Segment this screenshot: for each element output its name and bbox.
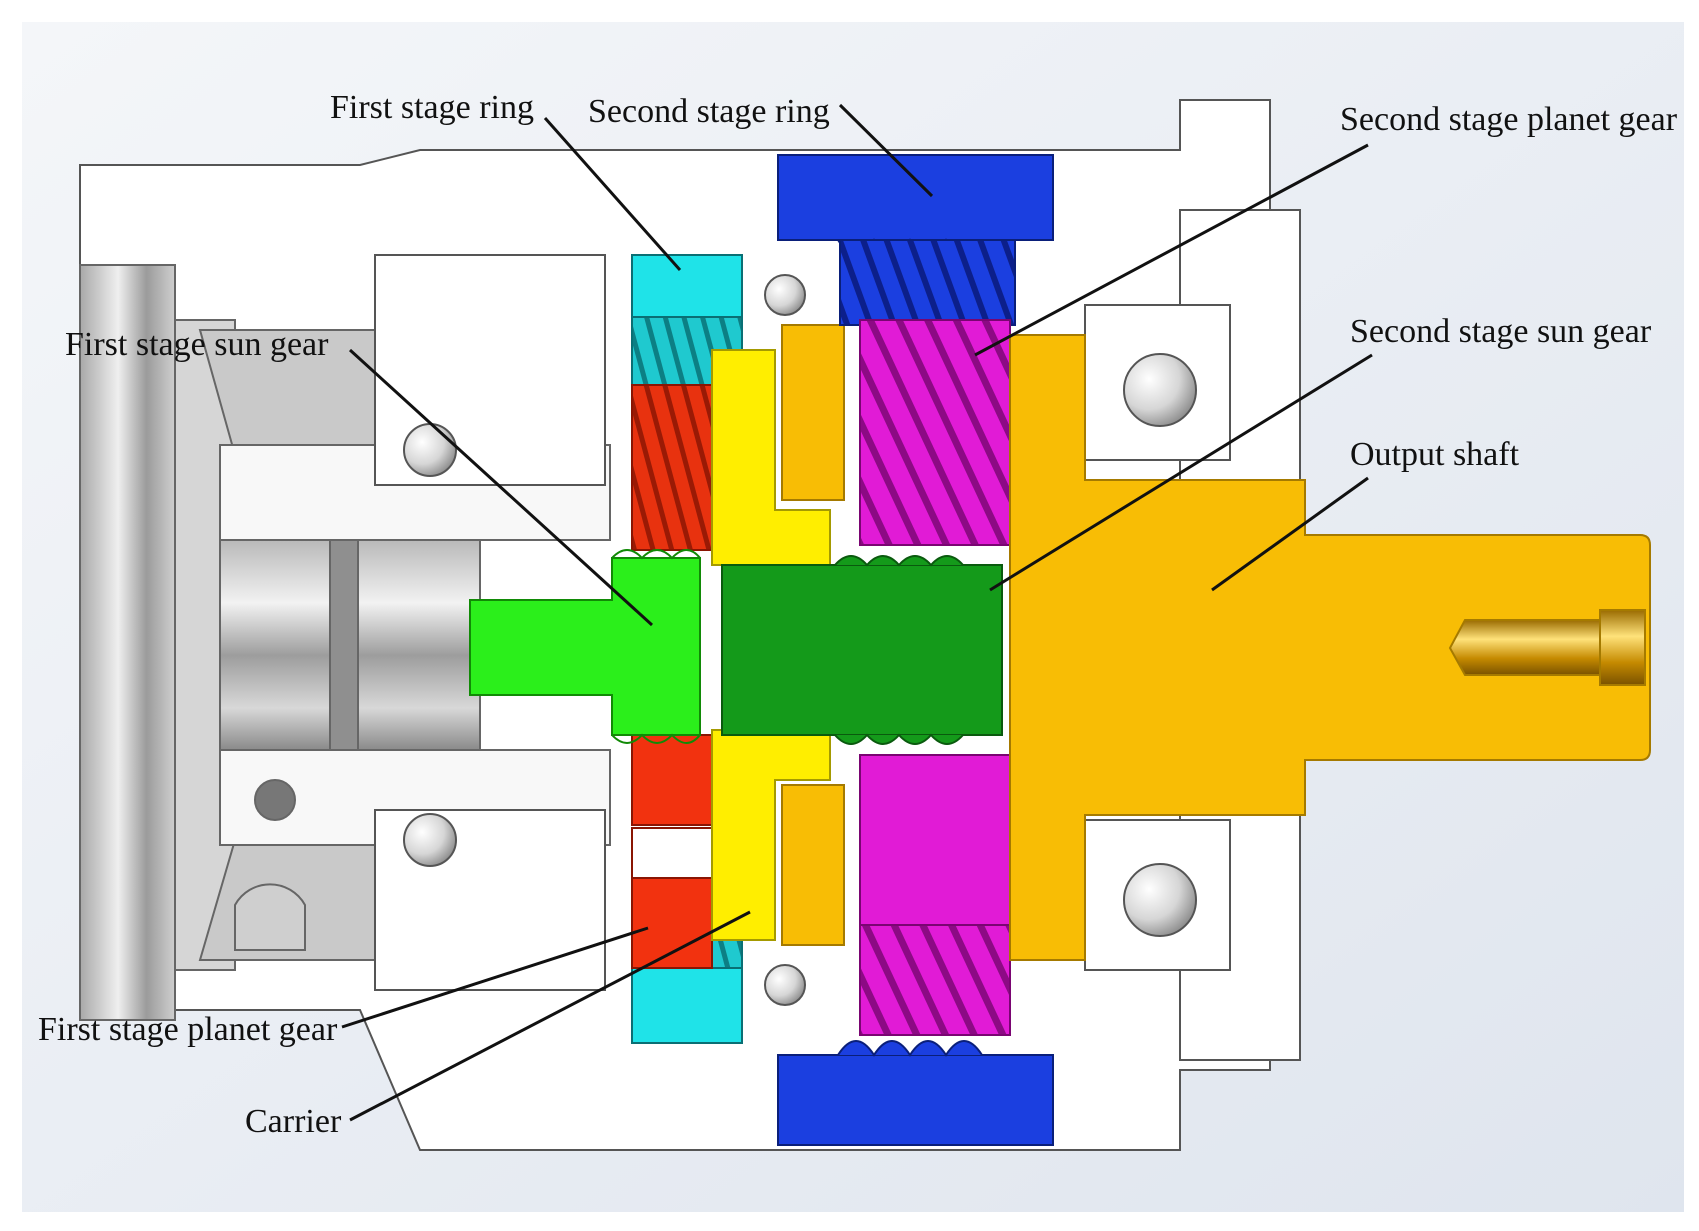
label-second-stage-ring: Second stage ring [588, 93, 830, 130]
leader-lines [341, 103, 1373, 1122]
output-bearings [764, 274, 1231, 1006]
label-output-shaft: Output shaft [1350, 436, 1520, 473]
label-carrier: Carrier [245, 1103, 342, 1140]
label-first-stage-planet-gear: First stage planet gear [38, 1011, 338, 1048]
label-second-stage-planet-gear: Second stage planet gear [1340, 101, 1678, 138]
first-stage-bearings [374, 254, 606, 991]
carrier-plate [781, 324, 845, 946]
label-second-stage-sun-gear: Second stage sun gear [1350, 313, 1652, 350]
output-shaft [1009, 334, 1651, 961]
first-stage-ring [631, 254, 743, 1044]
first-stage-sun-gear [469, 549, 701, 744]
label-first-stage-ring: First stage ring [330, 89, 534, 126]
label-first-stage-sun-gear: First stage sun gear [65, 326, 329, 363]
first-stage-planet-gear [631, 384, 713, 969]
second-stage-ring [777, 154, 1054, 1146]
second-stage-sun-gear [721, 555, 1003, 745]
